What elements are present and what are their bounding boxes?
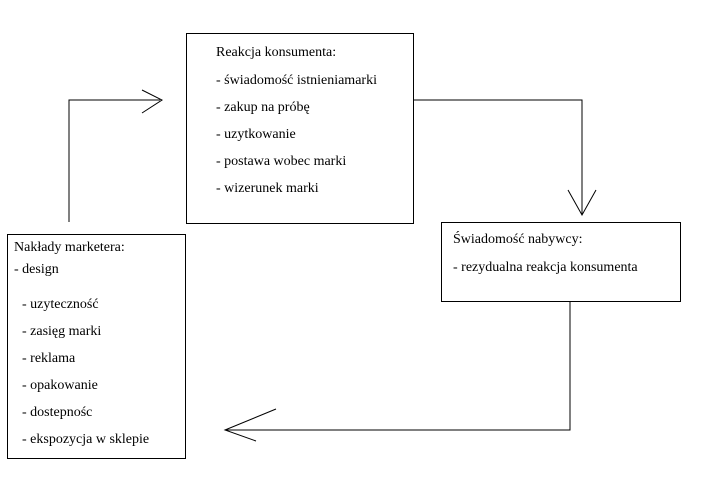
buyer-awareness-title: Świadomość nabywcy:	[453, 232, 583, 247]
marketer-input-item: - ekspozycja w sklepie	[22, 432, 150, 447]
marketer-input-item: - dostepnośc	[22, 405, 93, 420]
connector-marketer-to-consumer	[68, 99, 160, 222]
marketer-input-item: - design	[14, 262, 59, 277]
marketer-input-title: Nakłady marketera:	[14, 240, 125, 255]
consumer-reaction-item: - uzytkowanie	[216, 127, 296, 142]
marketer-input-item: - zasięg marki	[22, 324, 102, 339]
consumer-reaction-title: Reakcja konsumenta:	[216, 45, 337, 60]
marketer-input-item: - opakowanie	[22, 378, 98, 393]
consumer-reaction-item: - świadomość istnieniamarki	[216, 73, 377, 88]
consumer-reaction-box: Reakcja konsumenta: - świadomość istnien…	[186, 33, 414, 224]
connector-awareness-to-marketer	[226, 302, 571, 431]
consumer-reaction-item: - wizerunek marki	[216, 181, 319, 196]
arrowhead-to-consumer	[141, 89, 164, 114]
marketer-input-item: - reklama	[22, 351, 76, 366]
arrowhead-to-marketer	[223, 408, 277, 442]
marketer-input-box: Nakłady marketera: - design - uzytecznoś…	[7, 234, 186, 459]
consumer-reaction-item: - zakup na próbę	[216, 100, 310, 115]
buyer-awareness-item: - rezydualna reakcja konsumenta	[453, 260, 638, 275]
marketer-input-item: - uzyteczność	[22, 297, 99, 312]
consumer-reaction-item: - postawa wobec marki	[216, 154, 347, 169]
buyer-awareness-box: Świadomość nabywcy: - rezydualna reakcja…	[441, 222, 681, 302]
arrowhead-to-awareness	[567, 189, 597, 217]
connector-consumer-to-awareness	[414, 99, 583, 214]
